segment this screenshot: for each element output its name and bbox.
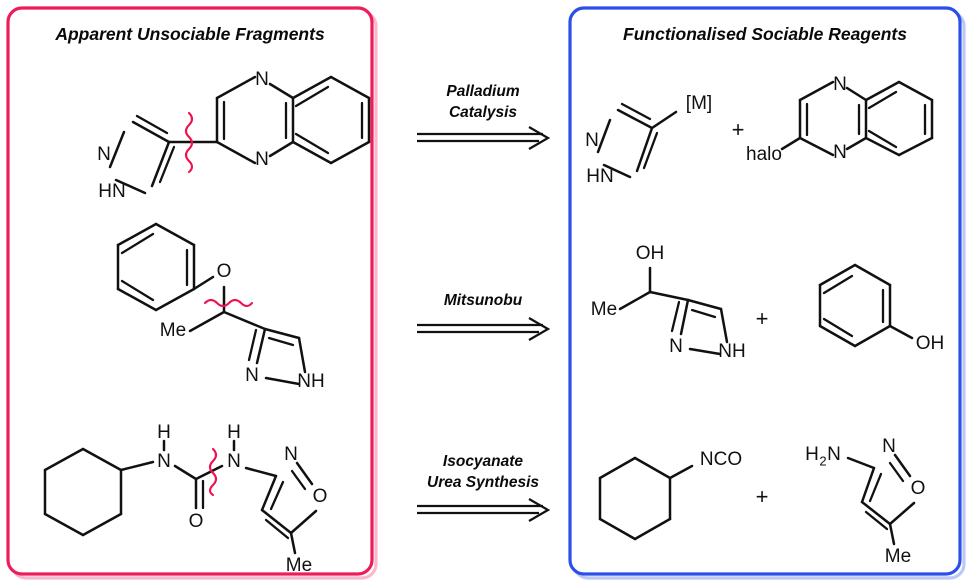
atom-label-n-urea-right: N: [227, 451, 241, 472]
reaction-isocyanate-urea-synthesis: Isocyanate Urea Synthesis: [417, 453, 551, 522]
atom-label-nco: NCO: [700, 449, 742, 470]
structure-pyrazolyl-quinoxaline: N N N HN: [97, 69, 371, 202]
atom-label-o-ether: O: [217, 261, 232, 282]
structure-phenoxy-ethyl-pyrazole: O Me N NH: [116, 222, 325, 392]
disconnection-squiggle-1: [184, 111, 194, 174]
reagent-pyrazolyl-ethanol: OH Me N NH: [591, 243, 746, 362]
atom-label-me-isoxazole-product: Me: [885, 546, 911, 567]
atom-label-o-isoxazole: O: [313, 486, 328, 507]
atom-label-n-isoxazole: N: [284, 444, 298, 465]
reaction-label-line2: Catalysis: [449, 104, 517, 121]
structure-cyclohexyl-urea-isoxazole: N H O N H N O Me: [43, 422, 328, 576]
atom-label-h-urea-left: H: [157, 422, 171, 443]
atom-label-n-urea-left: N: [157, 451, 171, 472]
atom-label-o-carbonyl: O: [189, 511, 204, 532]
atom-label-n-quinoxaline-bottom: N: [255, 149, 269, 170]
reaction-label-isocyanate: Isocyanate: [443, 453, 524, 470]
reaction-mitsunobu: Mitsunobu: [417, 292, 551, 341]
atom-label-n-quinoxaline-product-top: N: [833, 74, 847, 95]
atom-label-h2n-h: H: [805, 444, 819, 465]
atom-label-halo: halo: [746, 144, 782, 165]
atom-label-n-pyrazole-product: N: [585, 130, 599, 151]
atom-label-o-isoxazole-product: O: [911, 478, 926, 499]
right-panel: Functionalised Sociable Reagents: [568, 6, 966, 580]
reagent-halo-quinoxaline: N N halo: [746, 74, 934, 165]
atom-label-n-isoxazole-product: N: [882, 436, 896, 457]
atom-label-me-left: Me: [160, 320, 186, 341]
right-panel-border: [568, 6, 962, 576]
reagent-phenol: OH: [818, 263, 945, 354]
atom-label-metal: [M]: [686, 93, 712, 114]
atom-label-nh-pyrazole-alcohol: NH: [718, 341, 745, 362]
reagent-cyclohexyl-isocyanate: NCO: [598, 449, 742, 541]
reaction-palladium-catalysis: Palladium Catalysis: [417, 83, 551, 150]
plus-separator-row3: +: [756, 484, 769, 509]
disconnection-squiggle-3: [208, 447, 218, 497]
atom-label-h2n-subscript: 2: [819, 453, 826, 468]
reaction-label-urea-synthesis: Urea Synthesis: [427, 474, 539, 491]
atom-label-n-pyrazole-alcohol: N: [669, 336, 683, 357]
atom-label-n-quinoxaline-product-bottom: N: [833, 142, 847, 163]
reaction-label-mitsunobu: Mitsunobu: [444, 292, 523, 309]
atom-label-me-isoxazole: Me: [286, 555, 312, 576]
reagent-metalated-pyrazole: N HN [M]: [585, 93, 712, 187]
atom-label-n-quinoxaline-top: N: [255, 69, 269, 90]
right-panel-title: Functionalised Sociable Reagents: [623, 24, 907, 44]
atom-label-oh-alcohol: OH: [636, 243, 665, 264]
atom-label-n-pyrazole-2: N: [245, 365, 259, 386]
atom-label-hn-pyrazole: HN: [98, 181, 125, 202]
left-panel-title: Apparent Unsociable Fragments: [54, 24, 325, 44]
atom-label-oh-phenol: OH: [916, 333, 945, 354]
plus-separator-row2: +: [756, 306, 769, 331]
atom-label-nh-pyrazole-2: NH: [297, 371, 324, 392]
atom-label-hn-pyrazole-product: HN: [586, 166, 613, 187]
atom-label-n-pyrazole: N: [97, 144, 111, 165]
reaction-label-line1: Palladium: [446, 83, 519, 100]
atom-label-me-alcohol: Me: [591, 299, 617, 320]
atom-label-h-urea-right: H: [227, 422, 241, 443]
disconnection-squiggle-2: [203, 298, 254, 308]
plus-separator-row1: +: [732, 117, 745, 142]
reagent-amino-methylisoxazole: H 2 N N O Me: [805, 436, 925, 567]
atom-label-h2n-n: N: [827, 444, 841, 465]
